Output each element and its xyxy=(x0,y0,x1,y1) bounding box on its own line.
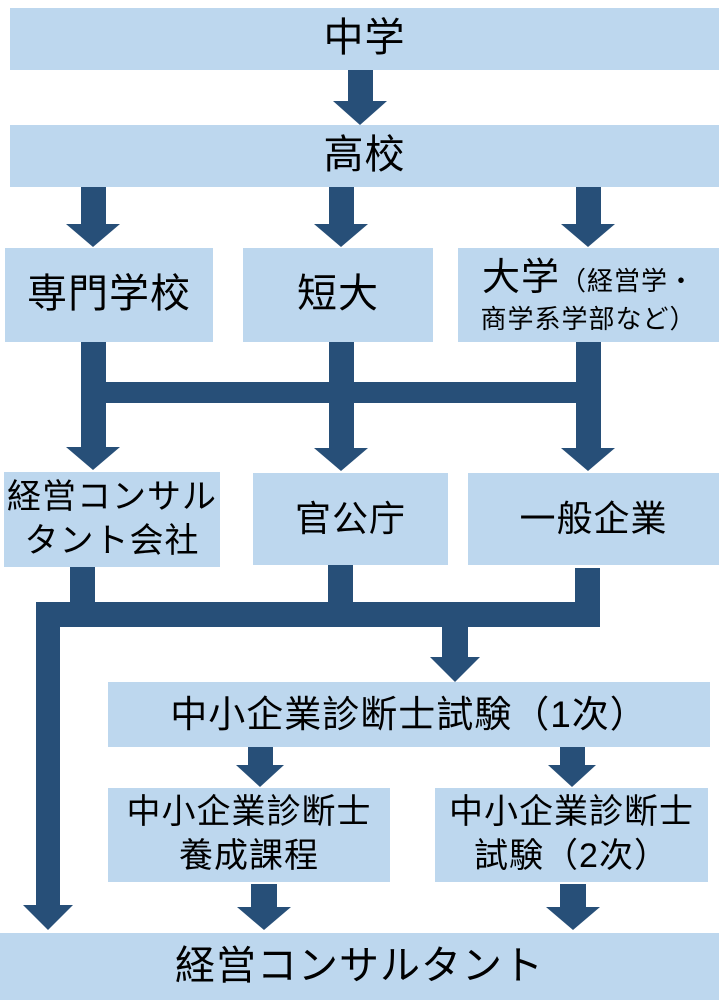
arrow-down-icon xyxy=(561,224,615,247)
node-training-course-line1: 中小企業診断士 xyxy=(126,793,372,832)
arrow-down-icon xyxy=(66,447,120,470)
connector-vertical xyxy=(329,342,354,449)
node-junior-high-label: 中学 xyxy=(323,16,406,61)
node-junior-college-label: 短大 xyxy=(297,272,379,317)
arrow-stem xyxy=(560,747,585,766)
elbow-vertical-long xyxy=(36,602,60,905)
arrow-stem xyxy=(81,187,106,225)
connector-vertical xyxy=(328,565,353,605)
arrow-down-icon xyxy=(314,224,368,247)
arrow-stem xyxy=(251,884,277,908)
node-training-course-line2: 養成課程 xyxy=(179,837,319,875)
node-university-paren1: （経営学・ xyxy=(560,266,696,297)
node-exam-first-stage-label: 中小企業診断士試験（1次） xyxy=(170,693,648,735)
node-university: 大学 （経営学・ 商学系学部など） xyxy=(458,248,719,342)
node-consulting-company-line1: 経営コンサル xyxy=(7,477,217,516)
node-vocational-school-label: 専門学校 xyxy=(27,272,191,317)
arrow-down-icon xyxy=(236,765,284,787)
arrow-stem xyxy=(560,884,586,908)
arrow-down-icon xyxy=(546,907,600,930)
node-exam-first-stage: 中小企業診断士試験（1次） xyxy=(108,682,710,747)
arrow-down-icon xyxy=(66,224,120,247)
node-consulting-company-line2: タント会社 xyxy=(24,521,200,560)
bus-bar-horizontal xyxy=(36,602,600,627)
arrow-stem xyxy=(248,747,273,766)
arrow-down-icon xyxy=(333,101,387,125)
connector-vertical xyxy=(70,567,95,605)
node-university-paren2: 商学系学部など） xyxy=(480,303,697,334)
arrow-down-icon xyxy=(314,448,368,471)
node-high-school: 高校 xyxy=(10,125,719,187)
arrow-stem xyxy=(576,187,601,225)
node-exam-second-stage: 中小企業診断士 試験（2次） xyxy=(435,788,708,882)
node-general-company: 一般企業 xyxy=(468,473,719,565)
connector-vertical xyxy=(81,342,106,448)
arrow-down-icon xyxy=(237,907,291,930)
arrow-down-icon xyxy=(23,905,73,930)
node-government-office: 官公庁 xyxy=(253,473,448,565)
node-government-office-label: 官公庁 xyxy=(294,497,406,539)
node-exam-second-stage-line2: 試験（2次） xyxy=(474,837,669,875)
node-training-course: 中小企業診断士 養成課程 xyxy=(108,788,390,882)
arrow-down-icon xyxy=(430,657,480,682)
arrow-down-icon xyxy=(548,765,596,787)
node-junior-college: 短大 xyxy=(243,248,433,342)
node-management-consultant-label: 経営コンサルタント xyxy=(175,943,544,988)
arrow-stem xyxy=(329,187,354,225)
node-university-main: 大学 xyxy=(481,257,560,300)
node-junior-high: 中学 xyxy=(10,8,719,70)
connector-vertical xyxy=(575,568,600,605)
node-general-company-label: 一般企業 xyxy=(519,497,668,539)
arrow-down-icon xyxy=(561,448,615,471)
node-university-line1: 大学 （経営学・ xyxy=(482,254,695,303)
node-exam-second-stage-line1: 中小企業診断士 xyxy=(449,793,694,832)
node-high-school-label: 高校 xyxy=(323,133,406,178)
arrow-stem xyxy=(348,70,373,102)
node-consulting-company: 経営コンサル タント会社 xyxy=(4,472,220,567)
arrow-stem xyxy=(442,627,468,658)
node-management-consultant: 経営コンサルタント xyxy=(0,933,719,1000)
node-vocational-school: 専門学校 xyxy=(5,248,213,342)
connector-vertical xyxy=(576,342,601,449)
